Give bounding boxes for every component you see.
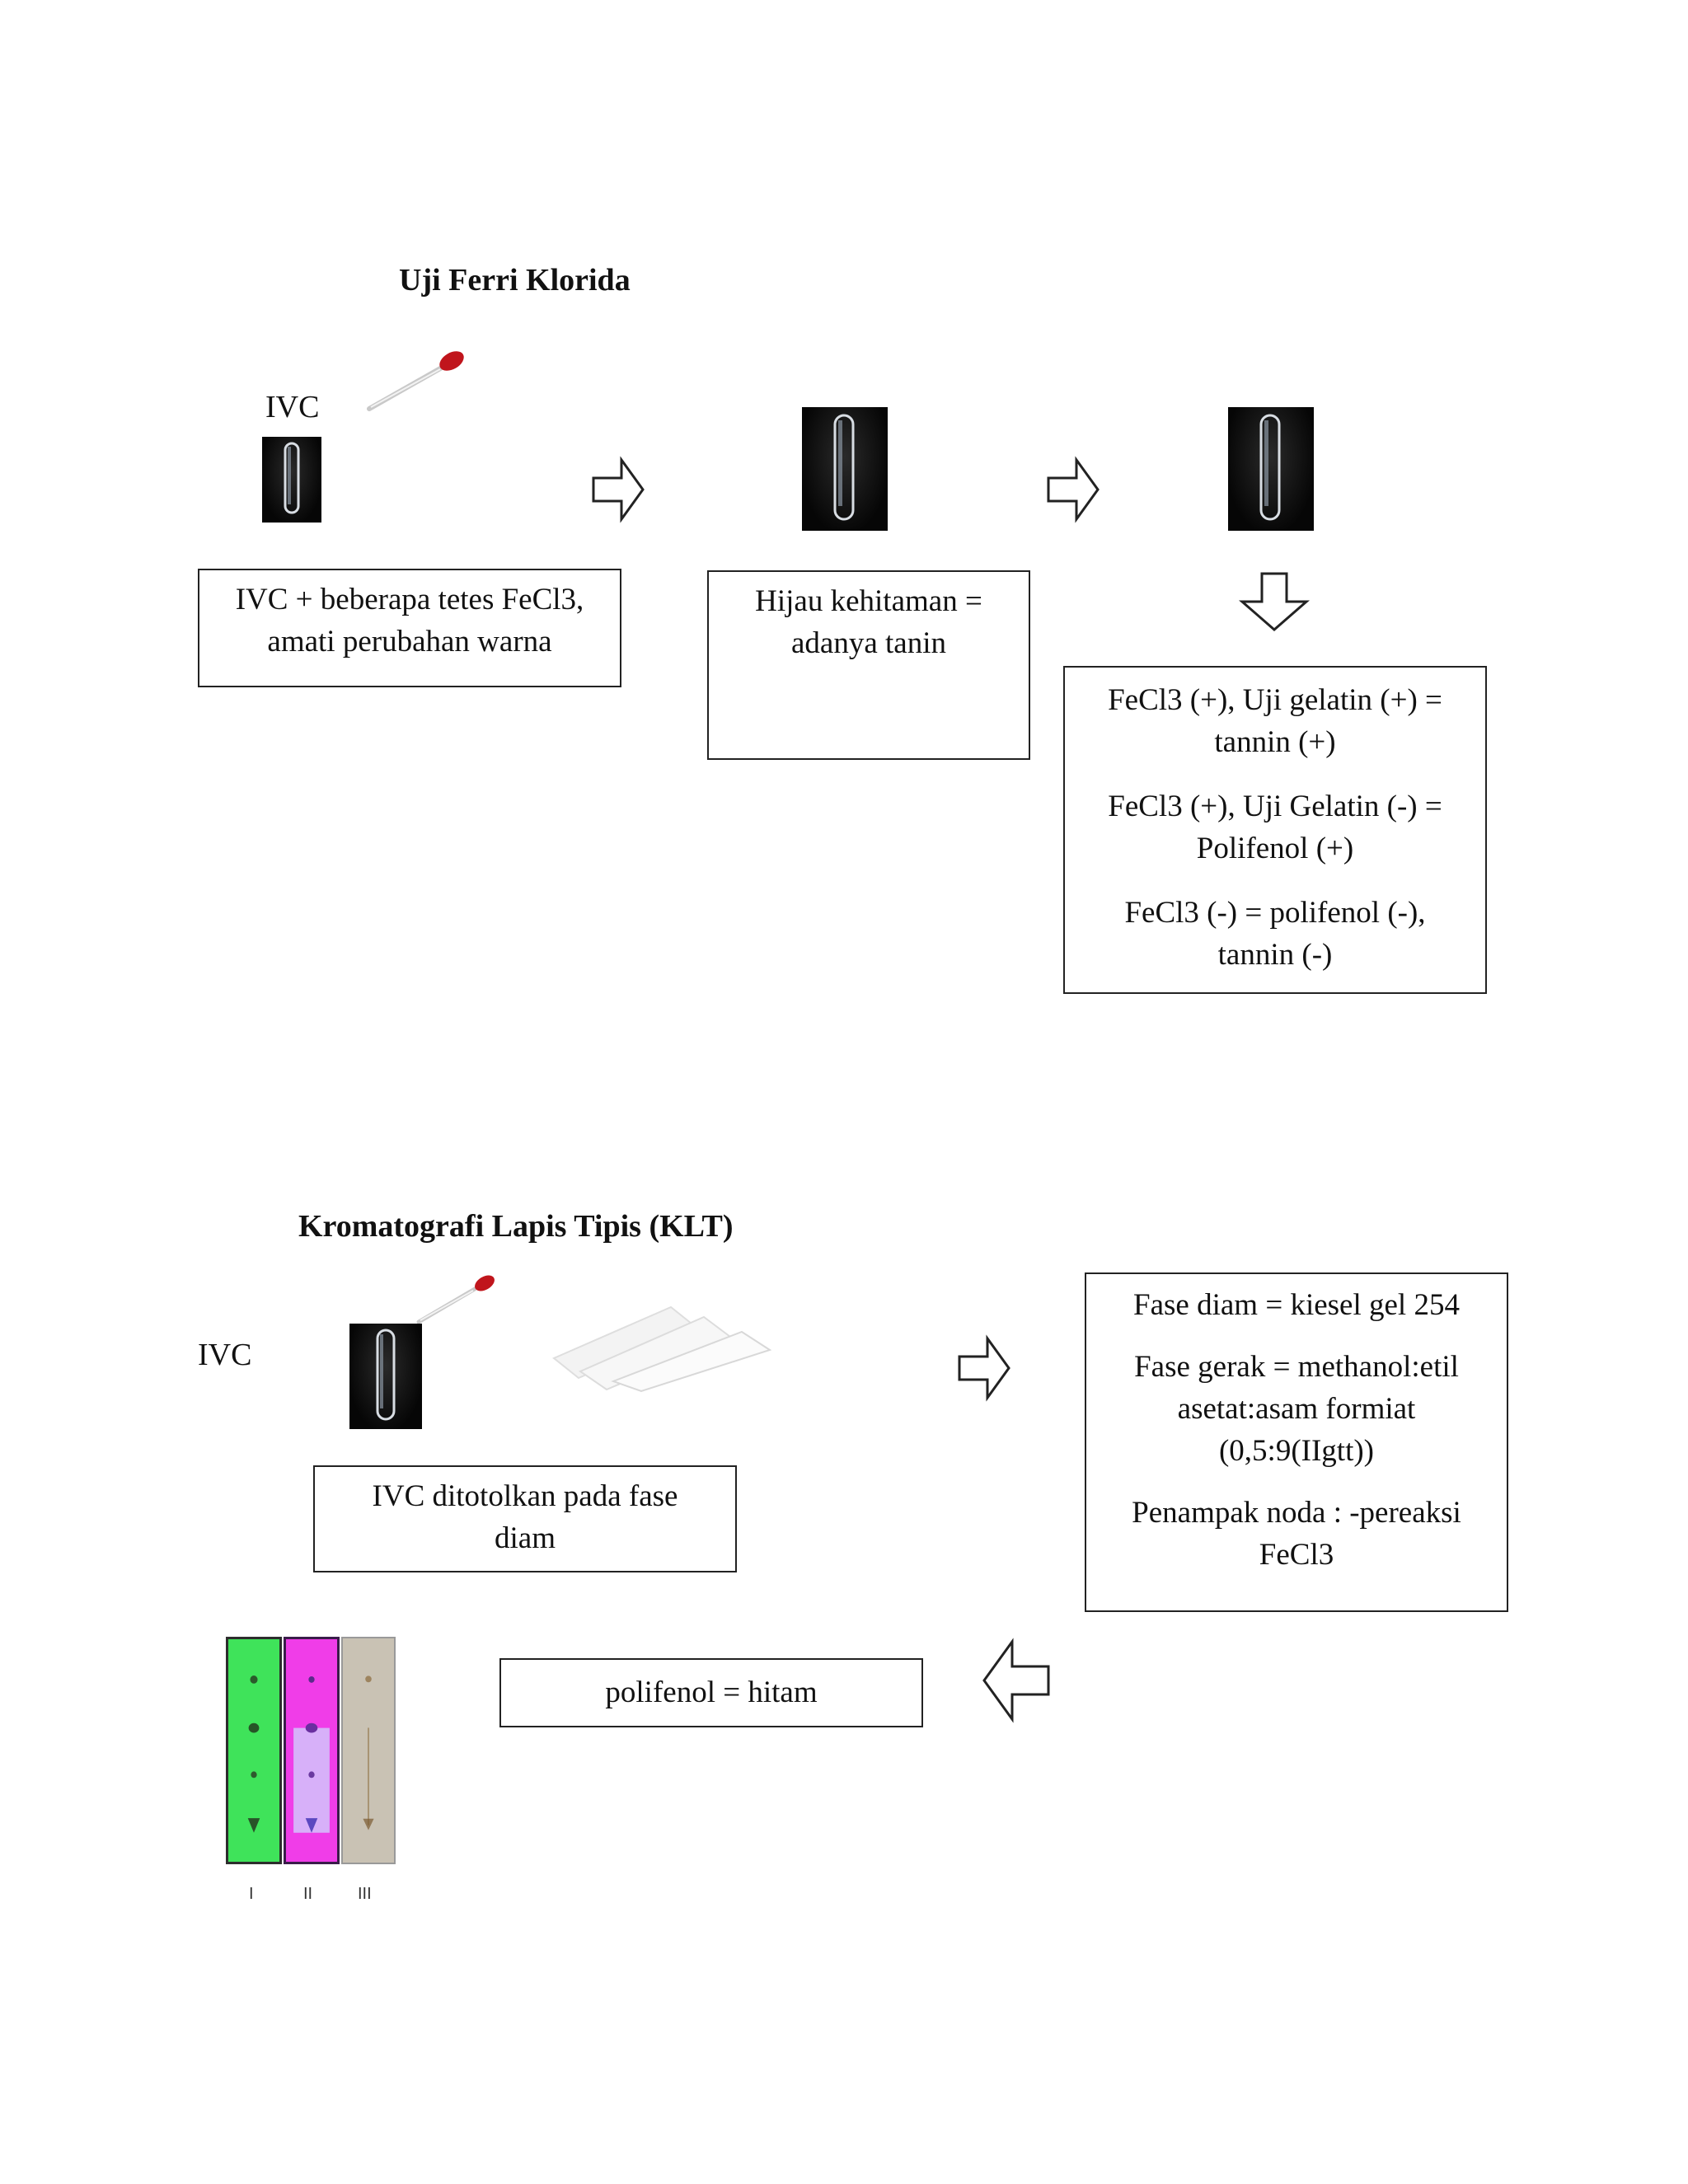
tlc-lane-1 bbox=[226, 1637, 282, 1864]
arrow-right-icon bbox=[1047, 456, 1100, 523]
tlc-lane-2 bbox=[284, 1637, 340, 1864]
ferri-step2-box: Hijau kehitaman = adanya tanin bbox=[707, 570, 1030, 760]
arrow-right-icon bbox=[592, 456, 645, 523]
arrow-right-icon bbox=[958, 1334, 1010, 1402]
arrow-left-icon bbox=[982, 1638, 1050, 1723]
box-line: IVC + beberapa tetes FeCl3, bbox=[235, 583, 584, 616]
dropper-icon bbox=[363, 344, 470, 414]
tlc-lane-label: II bbox=[303, 1885, 313, 1903]
test-tube-icon bbox=[349, 1324, 422, 1429]
box-line: diam bbox=[495, 1521, 556, 1555]
ferri-title: Uji Ferri Klorida bbox=[399, 263, 631, 298]
test-tube-icon bbox=[1228, 407, 1314, 531]
box-line: polifenol = hitam bbox=[605, 1675, 818, 1709]
tlc-lane-3 bbox=[341, 1637, 396, 1864]
box-line: adanya tanin bbox=[791, 626, 946, 660]
box-line: Hijau kehitaman = bbox=[755, 584, 982, 618]
dropper-icon bbox=[412, 1269, 499, 1327]
tlc-lane-label: III bbox=[358, 1885, 372, 1903]
result-line-3: FeCl3 (-) = polifenol (-),tannin (-) bbox=[1124, 896, 1426, 972]
arrow-down-icon bbox=[1238, 572, 1311, 631]
tlc-lane-label: I bbox=[249, 1885, 254, 1903]
result-line-1: FeCl3 (+), Uji gelatin (+) =tannin (+) bbox=[1108, 683, 1442, 759]
ferri-result-box: FeCl3 (+), Uji gelatin (+) =tannin (+) F… bbox=[1063, 666, 1487, 994]
box-line: amati perubahan warna bbox=[267, 625, 552, 658]
box-line: IVC ditotolkan pada fase bbox=[372, 1479, 678, 1513]
test-tube-icon bbox=[262, 437, 321, 523]
result-line-2: FeCl3 (+), Uji Gelatin (-) =Polifenol (+… bbox=[1108, 790, 1442, 865]
tlc-plates-image bbox=[547, 1302, 775, 1393]
klt-conditions-box: Fase diam = kiesel gel 254 Fase gerak = … bbox=[1085, 1272, 1508, 1612]
tlc-result-image: I II III bbox=[226, 1637, 396, 1904]
klt-result-box: polifenol = hitam bbox=[499, 1658, 923, 1727]
test-tube-icon bbox=[802, 407, 888, 531]
condition-line-1: Fase diam = kiesel gel 254 bbox=[1133, 1288, 1460, 1322]
ferri-ivc-label: IVC bbox=[265, 390, 320, 424]
klt-title: Kromatografi Lapis Tipis (KLT) bbox=[298, 1209, 734, 1244]
klt-spot-box: IVC ditotolkan pada fase diam bbox=[313, 1465, 737, 1572]
klt-ivc-label: IVC bbox=[198, 1338, 252, 1372]
ferri-step1-box: IVC + beberapa tetes FeCl3, amati peruba… bbox=[198, 569, 621, 687]
